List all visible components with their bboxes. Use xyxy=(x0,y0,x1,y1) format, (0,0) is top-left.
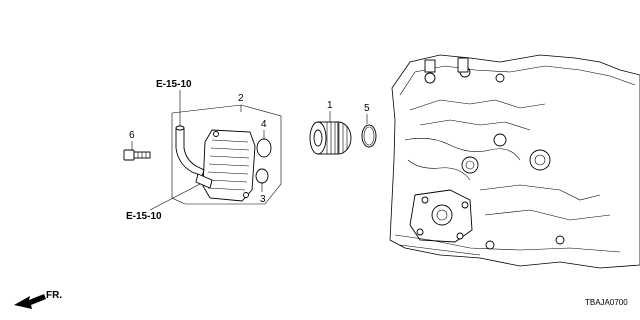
callout-5[interactable]: 5 xyxy=(364,103,370,114)
callout-4[interactable]: 4 xyxy=(261,119,267,130)
callout-2-bracket xyxy=(171,104,282,205)
reference-label-bottom[interactable]: E-15-10 xyxy=(126,211,162,222)
callout-1[interactable]: 1 xyxy=(327,100,333,111)
transmission-case[interactable] xyxy=(389,54,640,269)
callout-2[interactable]: 2 xyxy=(238,93,244,104)
o-ring-filter[interactable] xyxy=(361,124,377,148)
coolant-pipe[interactable] xyxy=(175,125,213,189)
o-ring-upper[interactable] xyxy=(256,138,272,158)
reference-leader-bottom xyxy=(149,182,203,211)
reference-label-top[interactable]: E-15-10 xyxy=(156,79,192,90)
oil-cooler[interactable] xyxy=(202,129,256,202)
o-ring-lower[interactable] xyxy=(255,168,269,184)
diagram-code: TBAJA0700 xyxy=(585,298,628,307)
direction-label: FR. xyxy=(46,290,62,301)
oil-filter[interactable] xyxy=(309,121,352,155)
callout-3[interactable]: 3 xyxy=(260,194,266,205)
front-direction-arrow xyxy=(14,294,46,309)
callout-6[interactable]: 6 xyxy=(129,130,135,141)
bolt[interactable] xyxy=(123,149,151,161)
